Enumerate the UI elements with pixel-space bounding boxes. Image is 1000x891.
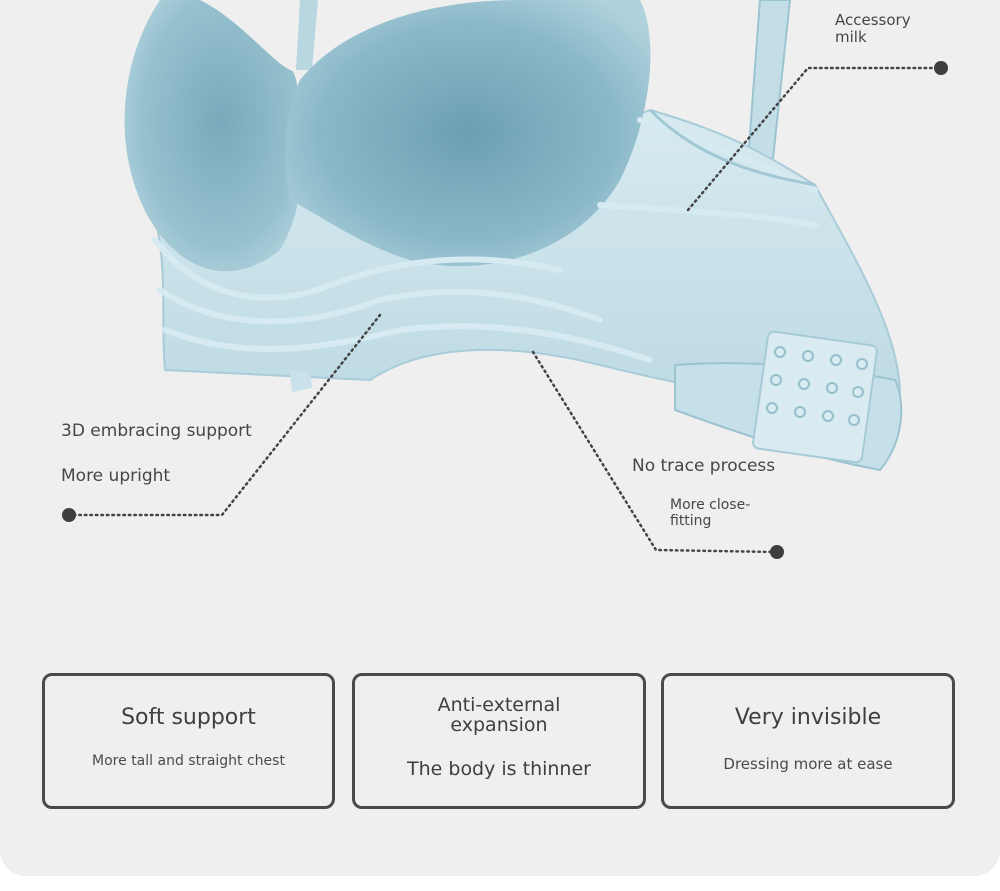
hook-eyes — [766, 346, 868, 426]
callout-no-trace: No trace process — [632, 456, 776, 476]
callout-embrace: 3D embracing support — [61, 421, 252, 441]
feature-title: Very invisible — [734, 705, 882, 730]
bra-illustration — [62, 0, 948, 559]
leader-embrace — [70, 313, 382, 517]
hook-patch — [752, 330, 878, 464]
leader-dot-no-trace — [770, 545, 784, 559]
center-gore — [290, 370, 312, 392]
leader-dot-accessory — [934, 61, 948, 75]
leader-accessory — [686, 66, 942, 212]
leader-no-trace — [531, 350, 777, 554]
feature-card-anti-expansion: Anti-external expansion The body is thin… — [352, 673, 646, 809]
left-strap — [296, 0, 318, 70]
callout-upright: More upright — [61, 466, 171, 486]
feature-subtitle: Dressing more at ease — [723, 755, 893, 774]
callout-accessory: Accessory milk — [835, 11, 911, 47]
feature-subtitle: The body is thinner — [407, 757, 591, 780]
callout-close-fit: More close- fitting — [670, 497, 751, 530]
right-strap — [746, 0, 792, 170]
leader-dot-embrace — [62, 508, 76, 522]
feature-card-soft-support: Soft support More tall and straight ches… — [42, 673, 335, 809]
trim-lines — [152, 117, 818, 363]
feature-title: Anti-external expansion — [437, 694, 561, 736]
feature-title: Soft support — [121, 705, 256, 730]
left-cup — [124, 0, 300, 272]
right-cup — [284, 0, 651, 267]
wing-edge — [648, 108, 816, 187]
feature-subtitle: More tall and straight chest — [92, 753, 285, 770]
feature-card-invisible: Very invisible Dressing more at ease — [661, 673, 955, 809]
